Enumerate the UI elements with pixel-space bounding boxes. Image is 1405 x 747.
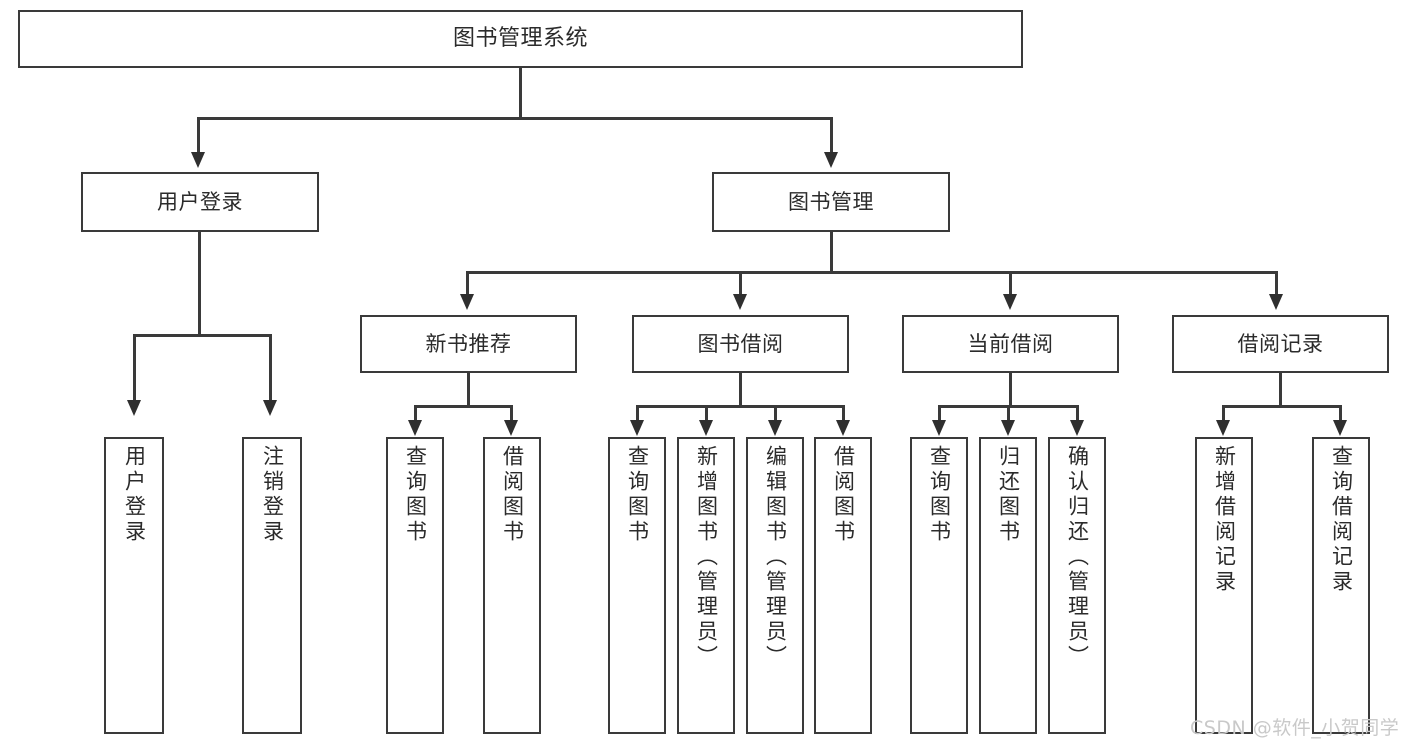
arrowhead-user-login [191,152,205,168]
edge-borrow-record-bus [1222,405,1342,408]
edge-drop-leaf-bb-3 [774,405,777,422]
edge-user-login-stem [198,232,201,336]
watermark-text: CSDN @软件_小贺同学 [1190,717,1400,739]
edge-drop-new-book-recommend [466,271,469,296]
arrowhead-current-borrow [1003,294,1017,310]
edge-book-borrow-stem [739,373,742,407]
edge-user-login-bus [133,334,271,337]
leaf-query-book-bb[interactable]: 查询图书 [608,437,666,734]
leaf-query-book-cb[interactable]: 查询图书 [910,437,968,734]
node-label: 用户登录 [122,445,147,545]
edge-book-management-stem [830,232,833,274]
node-label: 新增借阅记录 [1212,445,1237,595]
edge-drop-user-login [197,117,200,155]
leaf-logout[interactable]: 注销登录 [242,437,302,734]
node-label: 编辑图书（管理员） [763,445,788,670]
arrowhead-new-book-recommend [460,294,474,310]
edge-drop-leaf-bb-1 [636,405,639,422]
arrowhead-leaf-cb-1 [932,420,946,436]
edge-drop-leaf-br-1 [1222,405,1225,422]
leaf-add-book-admin[interactable]: 新增图书（管理员） [677,437,735,734]
leaf-edit-book-admin[interactable]: 编辑图书（管理员） [746,437,804,734]
edge-level2-bus [466,271,1278,274]
node-label: 查询图书 [403,445,428,545]
arrowhead-leaf-user-login-1 [127,400,141,416]
node-label: 查询图书 [927,445,952,545]
edge-drop-leaf-bb-4 [842,405,845,422]
arrowhead-leaf-user-login-2 [263,400,277,416]
node-user-login[interactable]: 用户登录 [81,172,319,232]
leaf-add-borrow-record[interactable]: 新增借阅记录 [1195,437,1253,734]
edge-book-borrow-bus [636,405,845,408]
leaf-borrow-book-bb[interactable]: 借阅图书 [814,437,872,734]
node-book-borrow[interactable]: 图书借阅 [632,315,849,373]
node-label: 图书管理 [788,189,874,214]
node-root-book-management-system[interactable]: 图书管理系统 [18,10,1023,68]
edge-drop-leaf-nbr-1 [414,405,417,422]
arrowhead-book-borrow [733,294,747,310]
edge-drop-leaf-user-login-2 [269,334,272,402]
edge-drop-leaf-cb-2 [1007,405,1010,422]
node-borrow-record[interactable]: 借阅记录 [1172,315,1389,373]
arrowhead-leaf-bb-1 [630,420,644,436]
edge-level1-bus [197,117,833,120]
leaf-borrow-book-nbr[interactable]: 借阅图书 [483,437,541,734]
node-label: 当前借阅 [967,331,1054,356]
arrowhead-leaf-nbr-2 [504,420,518,436]
node-current-borrow[interactable]: 当前借阅 [902,315,1119,373]
edge-drop-book-borrow [739,271,742,296]
edge-current-borrow-stem [1009,373,1012,407]
edge-root-stem [519,68,522,120]
node-label: 归还图书 [996,445,1021,545]
arrowhead-leaf-cb-2 [1001,420,1015,436]
node-label: 借阅图书 [831,445,856,545]
arrowhead-book-management [824,152,838,168]
leaf-user-login[interactable]: 用户登录 [104,437,164,734]
node-label: 新增图书（管理员） [694,445,719,670]
edge-drop-leaf-bb-2 [705,405,708,422]
node-label: 查询借阅记录 [1329,445,1354,595]
edge-drop-current-borrow [1009,271,1012,296]
edge-new-book-recommend-bus [414,405,513,408]
node-label: 确认归还（管理员） [1065,445,1090,670]
edge-drop-leaf-cb-1 [938,405,941,422]
edge-drop-leaf-user-login-1 [133,334,136,402]
leaf-confirm-return-admin[interactable]: 确认归还（管理员） [1048,437,1106,734]
leaf-query-book-nbr[interactable]: 查询图书 [386,437,444,734]
arrowhead-leaf-bb-3 [768,420,782,436]
node-label: 借阅图书 [500,445,525,545]
node-label: 用户登录 [157,189,243,214]
node-label: 新书推荐 [425,331,512,356]
node-book-management[interactable]: 图书管理 [712,172,950,232]
edge-drop-book-management [830,117,833,155]
arrowhead-leaf-cb-3 [1070,420,1084,436]
arrowhead-leaf-br-2 [1333,420,1347,436]
edge-drop-leaf-cb-3 [1076,405,1079,422]
leaf-query-borrow-record[interactable]: 查询借阅记录 [1312,437,1370,734]
arrowhead-leaf-br-1 [1216,420,1230,436]
node-new-book-recommend[interactable]: 新书推荐 [360,315,577,373]
arrowhead-leaf-bb-2 [699,420,713,436]
edge-drop-leaf-nbr-2 [510,405,513,422]
leaf-return-book[interactable]: 归还图书 [979,437,1037,734]
edge-new-book-recommend-stem [467,373,470,407]
arrowhead-leaf-bb-4 [836,420,850,436]
node-label: 查询图书 [625,445,650,545]
node-label: 借阅记录 [1237,331,1324,356]
edge-drop-leaf-br-2 [1339,405,1342,422]
node-label: 图书借阅 [697,331,784,356]
node-label: 注销登录 [260,445,285,545]
arrowhead-leaf-nbr-1 [408,420,422,436]
node-label: 图书管理系统 [452,26,588,52]
edge-drop-borrow-record [1275,271,1278,296]
edge-borrow-record-stem [1279,373,1282,407]
arrowhead-borrow-record [1269,294,1283,310]
